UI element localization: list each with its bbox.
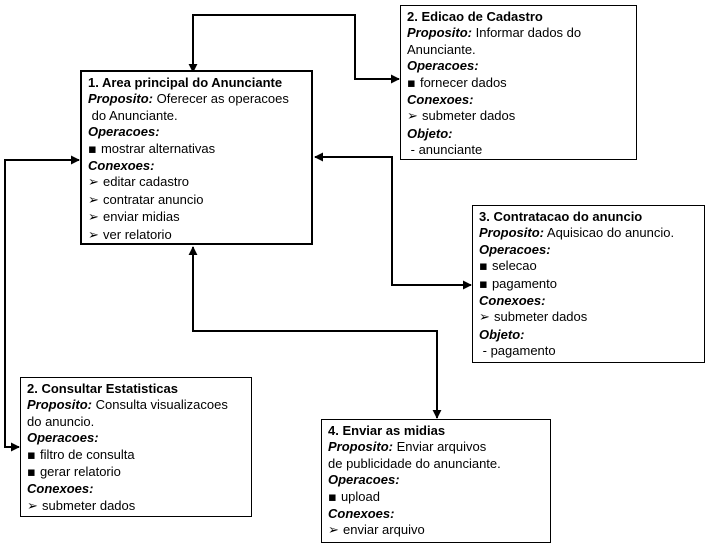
node-line-arrow: ➢ enviar midias <box>88 209 180 226</box>
node-line-bullet: ▪ fornecer dados <box>407 74 507 91</box>
node-line-field: Conexoes: <box>407 92 631 108</box>
node-line-bullet: ▪ upload <box>328 488 380 505</box>
bullet-icon: ▪ <box>479 276 492 292</box>
node-line-arrow: ➢ submeter dados <box>27 497 136 514</box>
node-line-arrow: ➢ submeter dados <box>479 309 588 326</box>
node-line-arrow: ➢ contratar anuncio <box>88 191 204 208</box>
field-label: Operacoes: <box>479 241 551 257</box>
field-label: Objeto: <box>407 125 453 141</box>
field-label: Proposito: <box>27 397 92 413</box>
connection-arrow-icon: ➢ <box>88 175 104 191</box>
node-line-plain: do Anunciante. <box>88 107 178 123</box>
field-label: Proposito: <box>328 439 393 455</box>
node-line-bullet: ▪ mostrar alternativas <box>88 140 216 157</box>
node-line-arrow: ➢ editar cadastro <box>88 174 190 191</box>
node-line-field: Proposito: Consulta visualizacoes <box>27 397 228 413</box>
field-label: Conexoes: <box>479 293 546 309</box>
connector-main-contratacao <box>314 152 472 290</box>
node-line-bullet: ▪ gerar relatorio <box>27 464 121 481</box>
node-line-field: Proposito: Oferecer as operacoes <box>88 91 289 107</box>
node-line-field: Proposito: Enviar arquivos <box>328 439 487 455</box>
node-line-title: 2. Consultar Estatisticas <box>27 381 178 396</box>
node-line-field: Objeto: <box>479 327 699 343</box>
node-line-plain: - pagamento <box>479 343 556 359</box>
node-line-field: Operacoes: <box>328 472 545 488</box>
node-line-title: 2. Edicao de Cadastro <box>407 9 543 24</box>
node-line-field: Operacoes: <box>407 58 631 74</box>
node-line-bullet: ▪ pagamento <box>479 275 558 292</box>
connection-arrow-icon: ➢ <box>407 109 423 125</box>
connection-arrow-icon: ➢ <box>88 192 104 208</box>
field-label: Conexoes: <box>407 92 474 108</box>
node-line-field: Proposito: Aquisicao do anuncio. <box>479 225 675 241</box>
node-line-bullet: ▪ filtro de consulta <box>27 446 135 463</box>
field-label: Conexoes: <box>27 481 94 497</box>
bullet-icon: ▪ <box>407 75 420 91</box>
node-line-title: 4. Enviar as midias <box>328 423 446 438</box>
bullet-icon: ▪ <box>328 489 341 505</box>
node-line-field: Conexoes: <box>479 293 699 309</box>
field-label: Proposito: <box>407 25 472 41</box>
bullet-icon: ▪ <box>479 259 492 275</box>
field-label: Operacoes: <box>328 472 400 488</box>
node-line-field: Conexoes: <box>27 481 246 497</box>
node-line-title: 3. Contratacao do anuncio <box>479 209 643 224</box>
node-line-field: Operacoes: <box>88 124 306 140</box>
connection-arrow-icon: ➢ <box>479 310 495 326</box>
node-line-field: Proposito: Informar dados do <box>407 25 582 41</box>
node-line-plain: Anunciante. <box>407 41 476 57</box>
node-line-title: 1. Area principal do Anunciante <box>88 75 283 90</box>
node-line-plain: - anunciante <box>407 142 483 158</box>
bullet-icon: ▪ <box>27 465 40 481</box>
field-label: Operacoes: <box>88 124 160 140</box>
connection-arrow-icon: ➢ <box>88 210 104 226</box>
connection-arrow-icon: ➢ <box>27 498 43 514</box>
field-label: Conexoes: <box>328 506 395 522</box>
field-label: Operacoes: <box>27 430 99 446</box>
node-line-arrow: ➢ enviar arquivo <box>328 522 425 539</box>
node-line-field: Conexoes: <box>88 158 306 174</box>
field-label: Objeto: <box>479 326 525 342</box>
node-line-field: Objeto: <box>407 126 631 142</box>
field-label: Proposito: <box>88 91 153 107</box>
node-line-field: Operacoes: <box>479 242 699 258</box>
connection-arrow-icon: ➢ <box>88 227 104 243</box>
bullet-icon: ▪ <box>27 447 40 463</box>
node-line-arrow: ➢ ver relatorio <box>88 226 172 243</box>
node-line-plain: de publicidade do anunciante. <box>328 455 501 471</box>
connection-arrow-icon: ➢ <box>328 523 344 539</box>
node-line-bullet: ▪ selecao <box>479 258 537 275</box>
node-line-plain: do anuncio. <box>27 413 95 429</box>
node-line-field: Conexoes: <box>328 506 545 522</box>
field-label: Proposito: <box>479 225 544 241</box>
bullet-icon: ▪ <box>88 141 101 157</box>
node-line-arrow: ➢ submeter dados <box>407 108 516 125</box>
field-label: Operacoes: <box>407 58 479 74</box>
field-label: Conexoes: <box>88 158 155 174</box>
node-line-field: Operacoes: <box>27 430 246 446</box>
